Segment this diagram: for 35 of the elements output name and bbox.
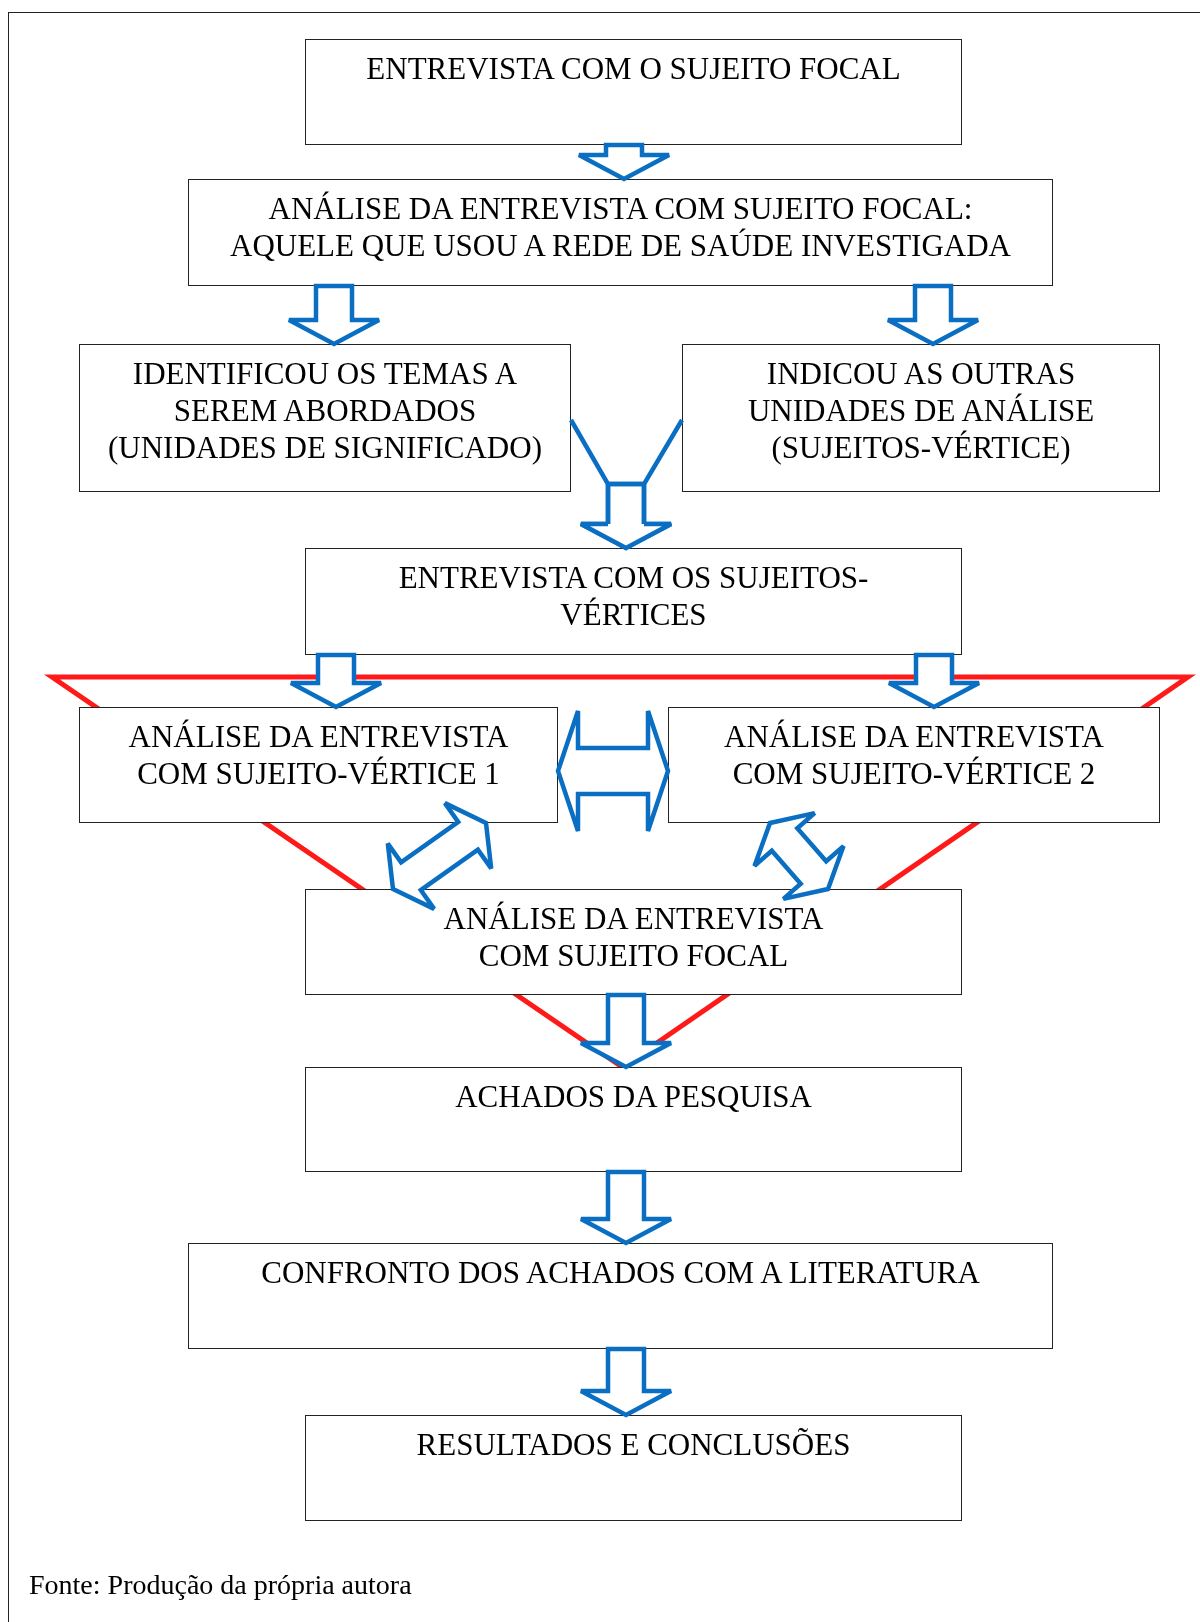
block-arrow (578, 1169, 674, 1246)
process-box (305, 1067, 962, 1172)
box-label: ANÁLISE DA ENTREVISTA COM SUJEITO-VÉRTICE 2 (723, 718, 1105, 792)
box-label: ANÁLISE DA ENTREVISTA COM SUJEITO FOCAL: AQUELE QUE USOU A REDE DE SAÚDE INVESTIGADA (229, 190, 1012, 264)
source-note: Fonte: Produção da própria autora (29, 1568, 412, 1602)
process-box (188, 1243, 1053, 1349)
box-label: ANÁLISE DA ENTREVISTA COM SUJEITO-VÉRTICE 1 (127, 718, 510, 792)
process-box (305, 548, 962, 655)
box-label: CONFRONTO DOS ACHADOS COM A LITERATURA (261, 1254, 980, 1291)
box-label: ENTREVISTA COM O SUJEITO FOCAL (366, 50, 901, 87)
block-arrow (578, 992, 674, 1070)
block-arrow (886, 652, 982, 710)
process-box (188, 179, 1053, 286)
block-arrow (576, 142, 672, 182)
block-arrow (578, 1346, 674, 1418)
block-arrow (385, 800, 494, 912)
process-box (305, 1415, 962, 1521)
box-label: INDICOU AS OUTRAS UNIDADES DE ANÁLISE (SUJEITOS-VÉRTICE) (746, 355, 1096, 466)
block-arrow (555, 708, 671, 834)
block-arrow (885, 283, 981, 347)
block-arrow (288, 652, 384, 710)
process-box (79, 344, 571, 492)
box-label: ANÁLISE DA ENTREVISTA COM SUJEITO FOCAL (442, 900, 825, 974)
process-box (79, 707, 558, 823)
block-arrow (752, 810, 846, 902)
box-label: ENTREVISTA COM OS SUJEITOS- VÉRTICES (397, 559, 870, 633)
box-label: ACHADOS DA PESQUISA (455, 1078, 812, 1115)
block-arrow (578, 418, 684, 551)
box-label: IDENTIFICOU OS TEMAS A SEREM ABORDADOS (UNIDADES DE SIGNIFICADO) (107, 355, 543, 466)
block-arrow (286, 283, 382, 347)
process-box (305, 889, 962, 995)
process-box (305, 39, 962, 145)
process-box (668, 707, 1160, 823)
box-label: RESULTADOS E CONCLUSÕES (416, 1426, 851, 1463)
process-box (682, 344, 1160, 492)
